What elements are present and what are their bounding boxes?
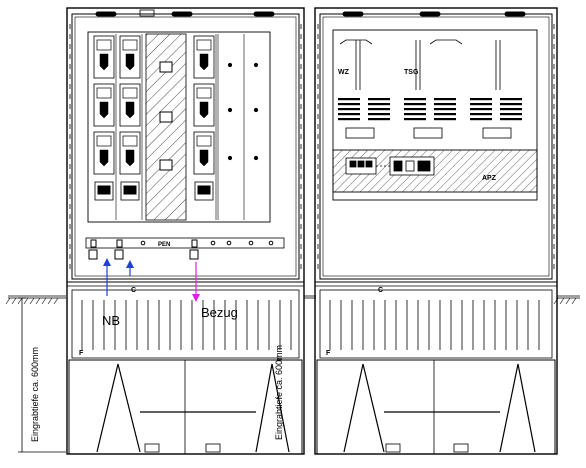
supply-arrows xyxy=(103,258,200,302)
fuse-holder xyxy=(93,131,115,175)
meter-brackets xyxy=(339,39,501,90)
label-bezug: Bezug xyxy=(201,305,238,320)
left-cabinet xyxy=(66,7,305,455)
panel-dots xyxy=(227,62,259,161)
vent-slots xyxy=(338,98,522,121)
fuse-holder xyxy=(193,131,215,175)
pen-rail xyxy=(85,237,285,249)
base-triangles xyxy=(343,363,536,453)
label-c-left: C xyxy=(131,287,136,294)
apz-terminals xyxy=(345,156,435,176)
meter-holders xyxy=(345,127,512,139)
side-dashes xyxy=(69,24,302,269)
fuse-holder xyxy=(193,83,215,127)
top-handles xyxy=(95,9,275,17)
side-dashes xyxy=(317,24,555,269)
fuse-holder xyxy=(93,83,115,127)
top-handles xyxy=(342,11,526,17)
fuse-holder xyxy=(119,83,141,127)
label-depth-right: Eingrabtiefe ca. 600mm xyxy=(274,345,284,440)
label-pen: PEN xyxy=(158,242,170,248)
base-triangles xyxy=(96,363,290,453)
right-cabinet xyxy=(314,7,558,455)
plinth-ribs xyxy=(329,300,540,350)
fuse-block xyxy=(93,34,217,220)
plinth-ribs xyxy=(81,300,292,350)
label-wz: WZ xyxy=(338,69,350,76)
ground-line xyxy=(5,295,580,305)
fuse-holder xyxy=(119,35,141,79)
label-f-left: F xyxy=(79,350,84,357)
label-apz: APZ xyxy=(482,175,497,182)
label-depth-left: Eingrabtiefe ca. 600mm xyxy=(30,347,40,442)
bar-clamps xyxy=(159,61,173,171)
fuse-holder xyxy=(93,35,115,79)
hatched-bar xyxy=(145,33,187,221)
depth-dimension xyxy=(18,297,66,453)
label-c-right: C xyxy=(378,287,383,294)
pen-terminals xyxy=(88,239,274,260)
fuse-holder xyxy=(119,131,141,175)
fuse-holder xyxy=(193,35,215,79)
label-tsg: TSG xyxy=(404,69,419,76)
label-f-right: F xyxy=(326,350,331,357)
label-nb: NB xyxy=(102,313,120,328)
